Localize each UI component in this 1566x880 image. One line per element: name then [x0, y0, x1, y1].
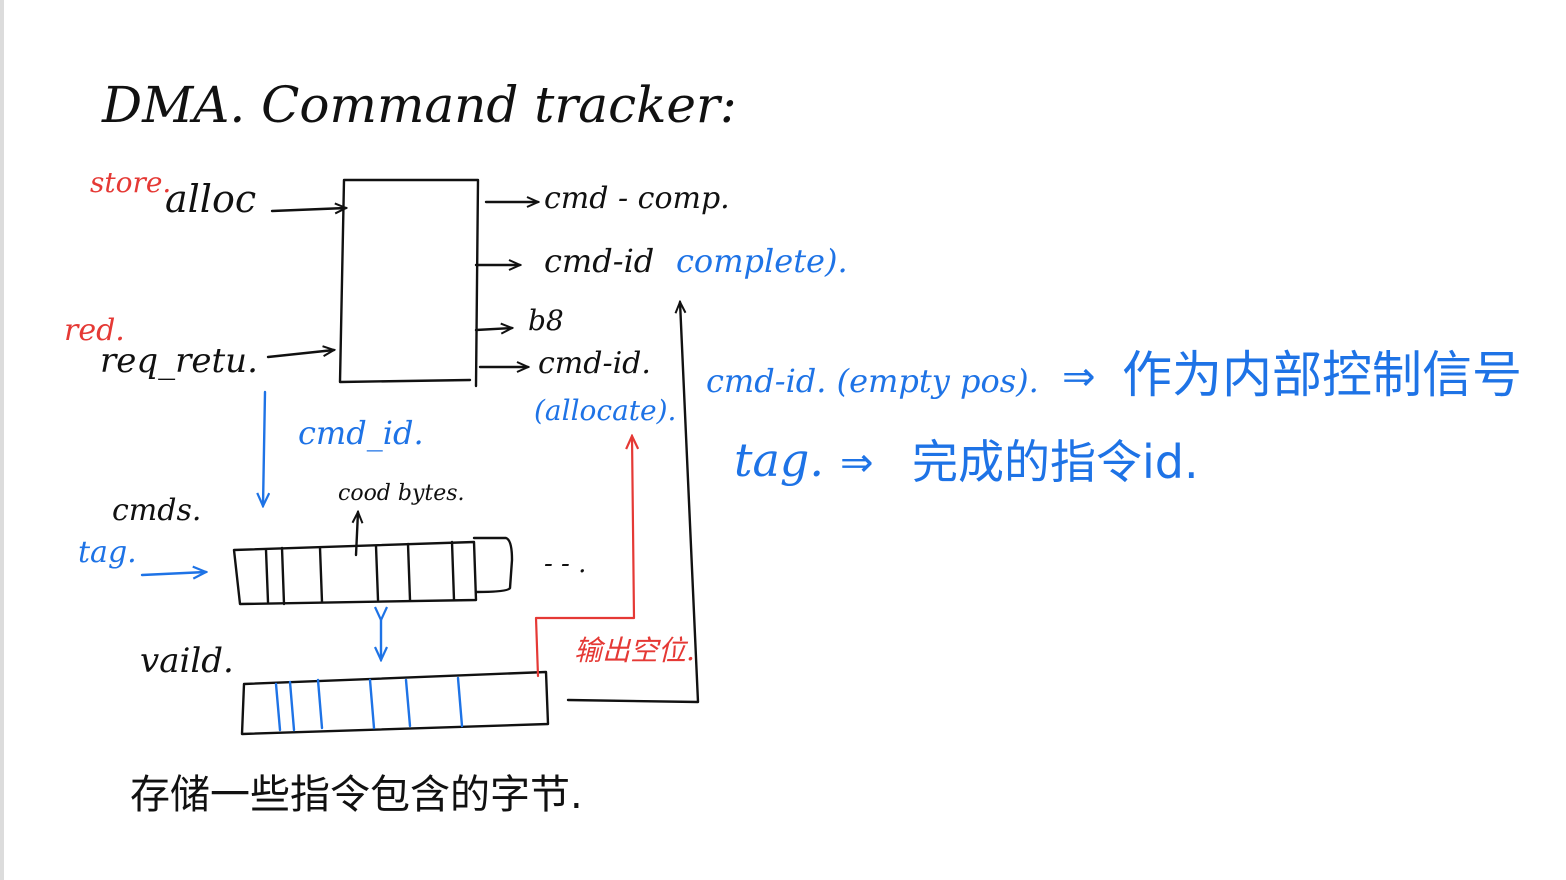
- explanation-cmd-id: cmd-id. (empty pos). ⇒ 作为内部控制信号: [706, 346, 1522, 404]
- explanation-key: tag.: [734, 433, 824, 487]
- output-empty-pos-note: 输出空位.: [574, 634, 695, 667]
- vaild-label: vaild.: [140, 641, 234, 681]
- bottom-note: 存储一些指令包含的字节.: [130, 772, 583, 818]
- alloc-label: alloc: [165, 177, 256, 221]
- explanation-value: 作为内部控制信号: [1122, 346, 1522, 404]
- req-retu-arrow: [266, 350, 334, 359]
- cood-bytes-arrow: [356, 512, 358, 557]
- explanation-tag: tag. ⇒ 完成的指令id.: [734, 433, 1199, 489]
- complete-feedback-arrow: [566, 302, 700, 704]
- array-ellipsis: - - .: [544, 549, 586, 579]
- b8-arrow: [474, 328, 512, 330]
- cmd-id-down-arrow: [263, 390, 265, 506]
- explanation-key: cmd-id. (empty pos).: [706, 362, 1039, 400]
- tracker-module-box: [338, 178, 480, 388]
- explanation-value: 完成的指令id.: [912, 435, 1199, 489]
- cmds-array: [232, 536, 514, 606]
- cmds-label: cmds.: [112, 493, 201, 528]
- tag-input-arrow: [140, 572, 206, 575]
- diagram-title: DMA. Command tracker:: [101, 76, 737, 134]
- allocate-note: (allocate).: [534, 394, 676, 427]
- cmd-id-allocate-label: cmd-id.: [538, 346, 651, 381]
- alloc-arrow: [270, 208, 346, 211]
- vaild-array: [240, 670, 550, 736]
- empty-pos-feedback-arrow: [534, 436, 634, 678]
- cmd-id-complete-label: cmd-id: [544, 242, 654, 280]
- complete-note: complete).: [676, 242, 848, 280]
- red-note: red.: [64, 313, 125, 348]
- explanation-arrow: ⇒: [1062, 354, 1096, 400]
- explanation-arrow: ⇒: [840, 440, 874, 486]
- cmd-id-arrow-label: cmd_id.: [298, 414, 424, 452]
- b8-label: b8: [528, 304, 564, 337]
- store-note: store.: [90, 166, 171, 199]
- cood-bytes-note: cood bytes.: [338, 481, 465, 506]
- page-left-border: [0, 0, 4, 880]
- req-retu-label: req_retu.: [100, 341, 258, 381]
- cmd-comp-label: cmd - comp.: [544, 181, 730, 216]
- tag-input-label: tag.: [78, 535, 137, 570]
